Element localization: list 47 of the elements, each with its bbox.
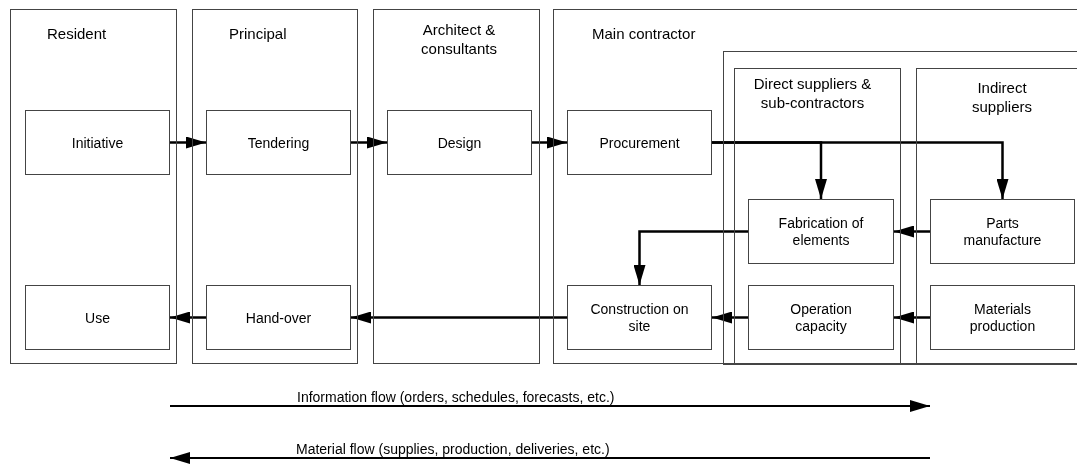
box-label: Fabrication of elements: [777, 214, 865, 249]
swimlane: [10, 9, 177, 364]
process-box: [25, 110, 170, 175]
arrow: [633, 230, 748, 285]
process-box: [206, 285, 351, 350]
swimlane: [192, 9, 358, 364]
process-box: [567, 110, 712, 175]
arrow: [351, 136, 387, 149]
arrow: [170, 311, 206, 324]
process-box: [748, 199, 894, 264]
arrow: [170, 136, 206, 149]
process-box: [930, 199, 1075, 264]
lane-title: Resident: [47, 24, 108, 43]
process-box: [206, 110, 351, 175]
box-label: Hand-over: [244, 309, 313, 326]
box-label: Procurement: [598, 134, 681, 151]
process-box: [567, 285, 712, 350]
box-label: Operation capacity: [789, 300, 853, 335]
arrow: [712, 311, 748, 324]
flow-label: Material flow (supplies, production, deliveries, etc.): [296, 441, 610, 457]
arrow: [894, 225, 930, 238]
box-label: Construction on site: [590, 300, 689, 335]
swimlane: [916, 68, 1077, 364]
swimlane: [553, 9, 1077, 364]
lane-title: Principal: [229, 24, 288, 43]
arrow: [351, 311, 567, 324]
group-box: [723, 51, 1077, 365]
box-label: Tendering: [246, 134, 311, 151]
lane-title: Indirect suppliers: [971, 78, 1033, 116]
box-label: Initiative: [70, 134, 125, 151]
swimlane: [734, 68, 901, 364]
flow-label: Information flow (orders, schedules, forecasts, etc.): [297, 389, 615, 405]
swimlane: [373, 9, 540, 364]
process-box: [387, 110, 532, 175]
process-box: [25, 285, 170, 350]
box-label: Design: [436, 134, 483, 151]
box-label: Parts manufacture: [962, 214, 1043, 249]
box-label: Materials production: [968, 300, 1037, 335]
lane-title: Direct suppliers & sub-contractors: [752, 74, 873, 112]
arrow: [532, 136, 567, 149]
arrow: [894, 311, 930, 324]
process-box: [930, 285, 1075, 350]
arrow: [712, 141, 1009, 199]
lane-title: Architect & consultants: [420, 20, 498, 58]
process-box: [748, 285, 894, 350]
box-label: Use: [84, 309, 111, 326]
lane-title: Main contractor: [592, 24, 697, 43]
